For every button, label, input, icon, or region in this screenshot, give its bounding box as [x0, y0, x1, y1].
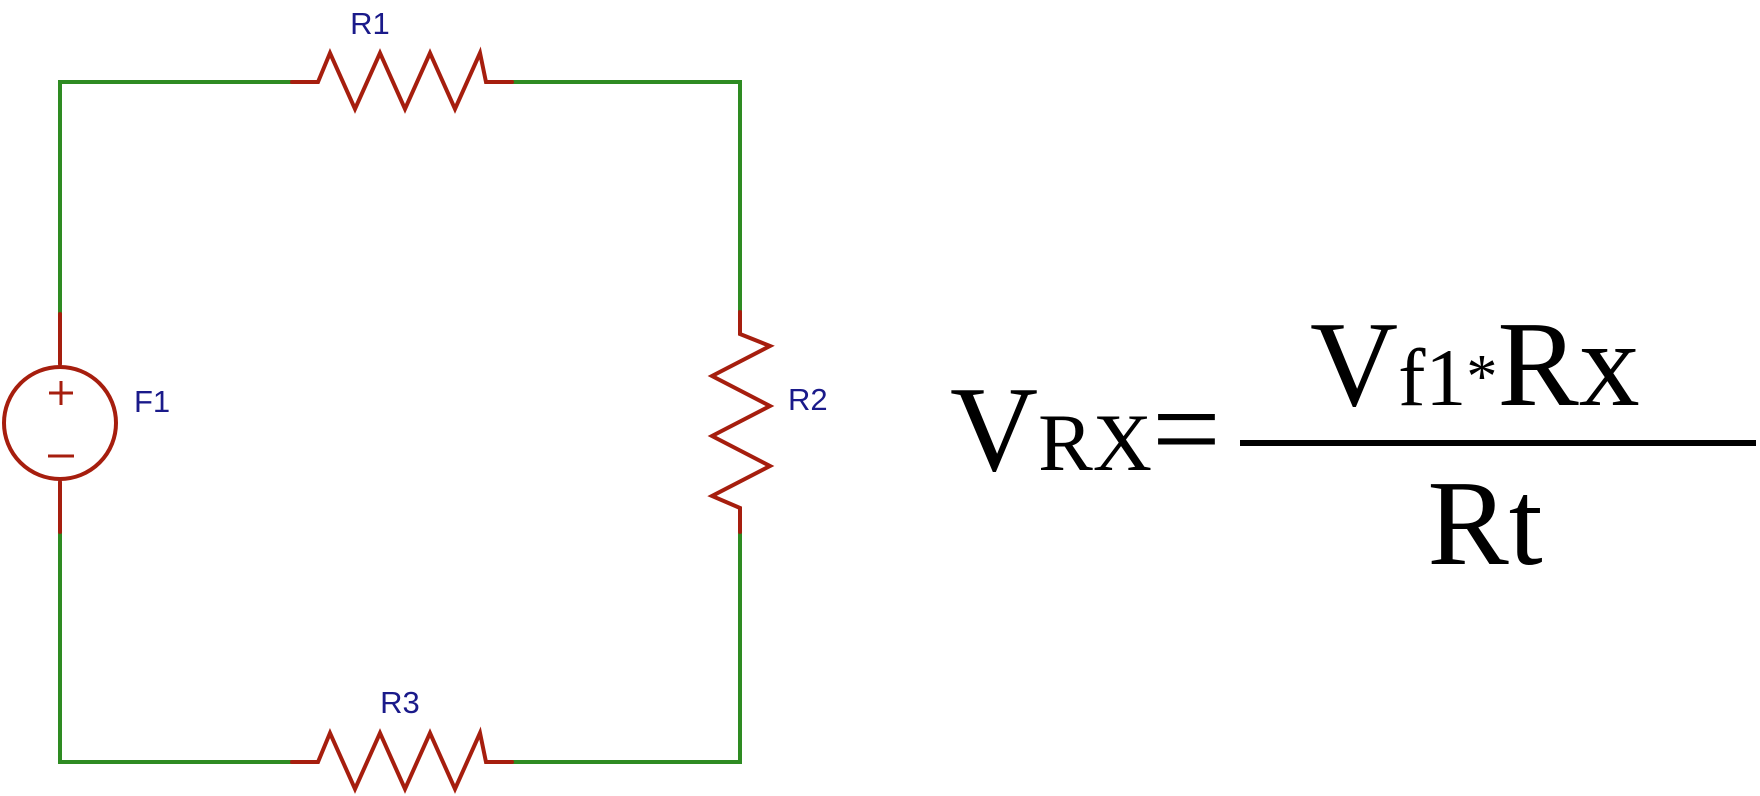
numerator-operator: * — [1466, 343, 1497, 411]
equation-numerator: Vf1*Rx — [1310, 297, 1640, 432]
equation-denominator: Rt — [1427, 456, 1542, 591]
label-r2: R2 — [788, 382, 828, 417]
equation: VRX= Vf1*Rx Rt — [950, 297, 1756, 591]
label-f1: F1 — [134, 384, 170, 419]
equation-lhs-subscript: RX — [1038, 397, 1152, 488]
equation-lhs: VRX= — [950, 362, 1221, 497]
resistor-r3-icon — [290, 726, 514, 794]
equation-equals: = — [1152, 362, 1221, 497]
numerator-subscript: f1 — [1398, 332, 1466, 423]
voltage-source-f1-icon — [2, 312, 118, 534]
wires — [58, 80, 742, 764]
numerator-rest: Rx — [1497, 297, 1639, 432]
numerator-main: V — [1310, 297, 1398, 432]
resistor-r2-icon — [707, 310, 775, 534]
equation-lhs-main: V — [950, 362, 1038, 497]
label-r1: R1 — [350, 6, 390, 41]
label-r3: R3 — [380, 685, 420, 720]
resistor-r1-icon — [290, 46, 514, 114]
